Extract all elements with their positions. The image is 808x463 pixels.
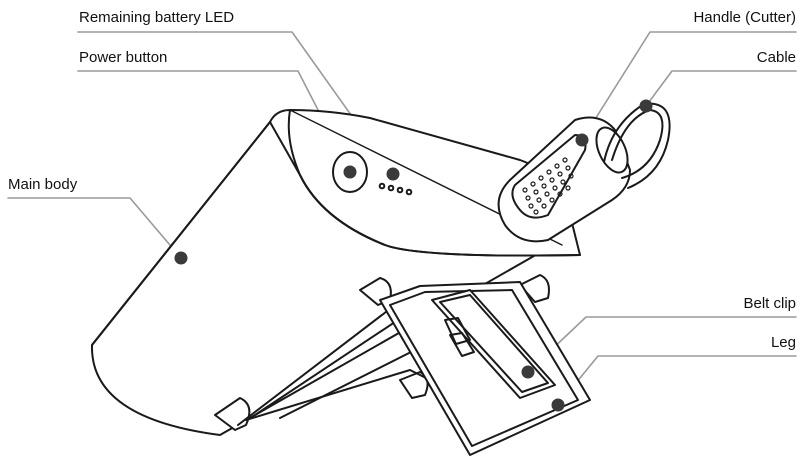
- label-remaining-battery-led: Remaining battery LED: [79, 9, 235, 26]
- label-leg: Leg: [770, 334, 796, 351]
- label-main-body: Main body: [8, 176, 78, 193]
- leader-handle: [581, 31, 797, 141]
- handle-shape: [497, 116, 631, 243]
- label-power-button: Power button: [79, 49, 168, 66]
- callout-dots: [174, 99, 653, 412]
- leg-shape: [237, 281, 591, 456]
- leader-leg: [557, 355, 797, 406]
- leader-main-body: [7, 197, 182, 259]
- label-cable: Cable: [756, 49, 796, 66]
- label-handle-cutter: Handle (Cutter): [693, 9, 796, 26]
- led-indicators: [378, 182, 413, 196]
- leader-cable: [645, 70, 797, 107]
- cable-shape: [603, 102, 671, 189]
- label-belt-clip: Belt clip: [743, 295, 796, 312]
